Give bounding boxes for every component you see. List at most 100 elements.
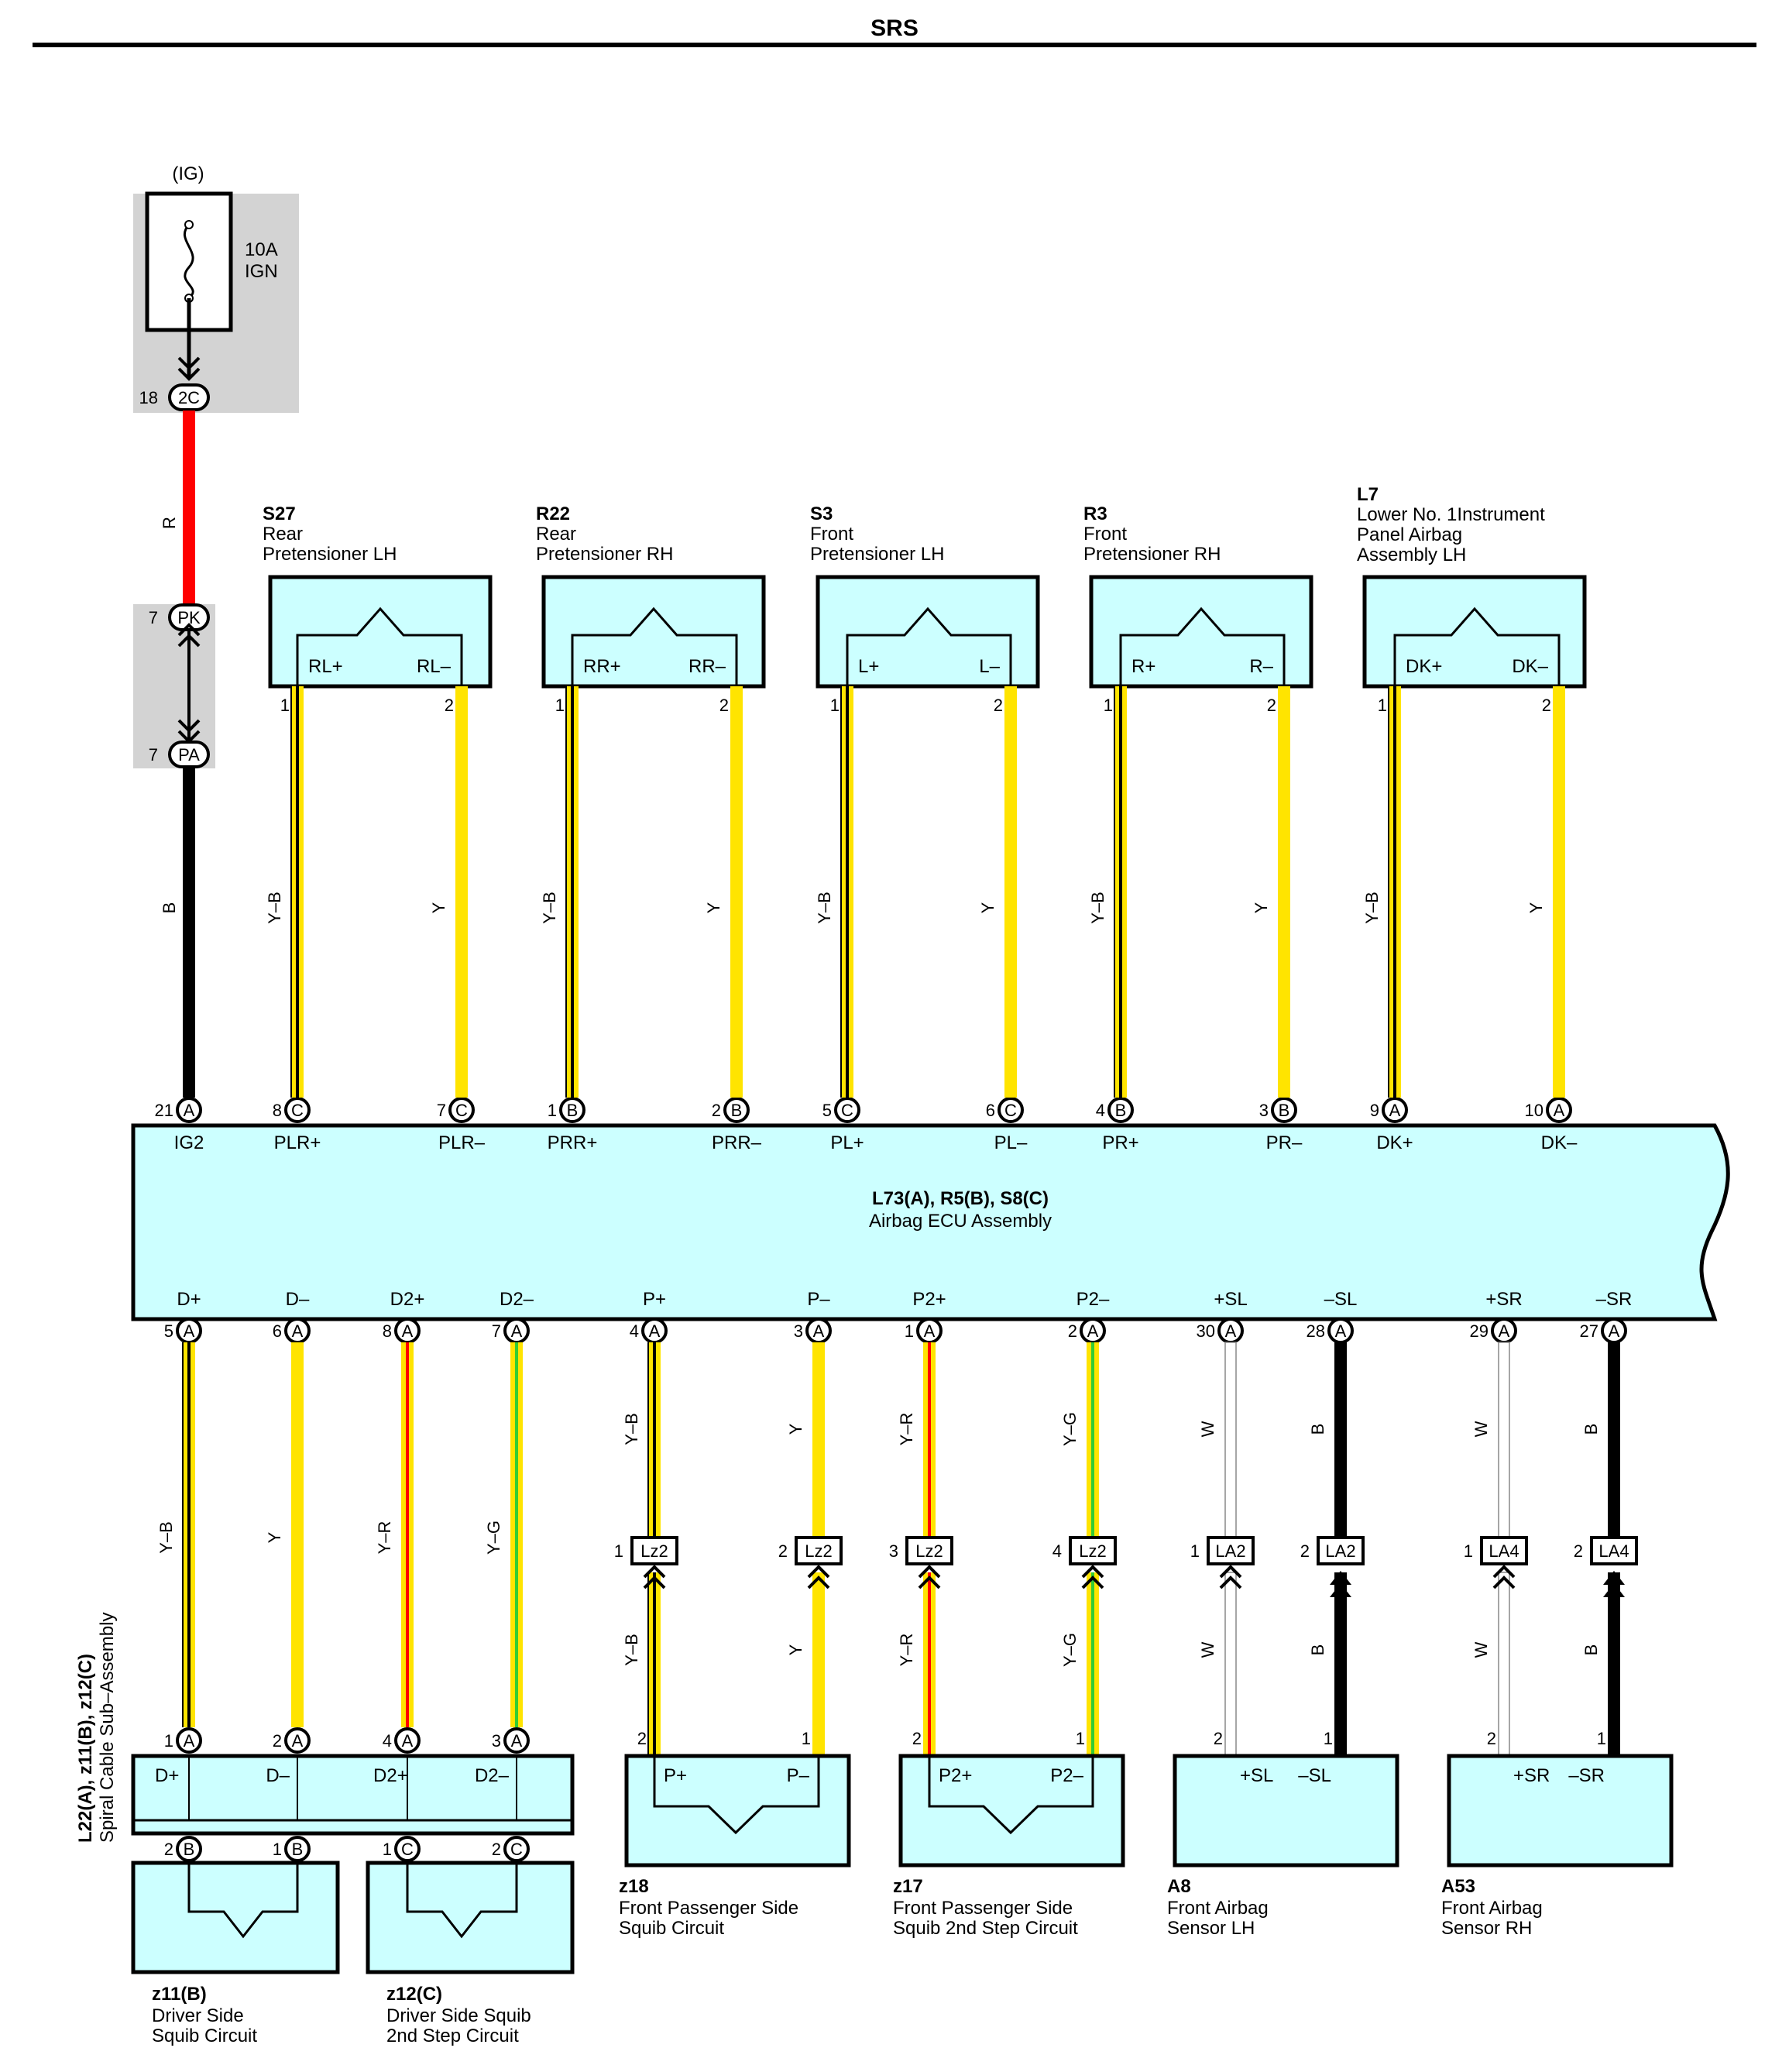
ecu-top-pin <box>176 1097 202 1123</box>
wire-y–b <box>290 686 304 1098</box>
pin-number: 29 <box>1470 1321 1489 1341</box>
component-name: Sensor RH <box>1441 1918 1532 1939</box>
component-pin-label: +SR <box>1513 1765 1550 1786</box>
component-name: Sensor LH <box>1167 1918 1255 1939</box>
wire-w <box>1224 1342 1237 1541</box>
pin-number: 2 <box>637 1729 647 1748</box>
wire-w <box>1498 1342 1510 1541</box>
ecu-name: Airbag ECU Assembly <box>869 1211 1052 1232</box>
fuse-connector-arrow-icon <box>177 356 201 381</box>
pin-letter: C <box>291 1101 304 1120</box>
fuse-supply-label: (IG) <box>172 163 204 184</box>
wire-color-label: W <box>1471 1641 1491 1658</box>
ecu-pin-label: PL– <box>994 1132 1028 1153</box>
component-name: Front Passenger Side <box>619 1898 798 1919</box>
spiral-cable-pin <box>503 1727 530 1754</box>
pin-number: 1 <box>383 1840 392 1859</box>
spiral-cable-pin-label: D2– <box>475 1765 510 1786</box>
pin-number: 9 <box>1370 1101 1379 1120</box>
spiral-cable-pin <box>284 1727 311 1754</box>
wire-color-label: B <box>1308 1424 1327 1435</box>
pin-number: 7 <box>149 745 158 765</box>
component-pin-label: L+ <box>858 656 879 677</box>
pin-number: 1 <box>1076 1729 1085 1748</box>
ecu-pin-label: PLR+ <box>274 1132 321 1153</box>
ecu-pin-label: +SL <box>1214 1289 1247 1310</box>
component-pin-label: RL– <box>417 656 452 677</box>
component-pin-label: P– <box>787 1765 810 1786</box>
wire-color-label: Y–B <box>265 892 284 924</box>
connector-arrow-icon <box>1081 1565 1104 1589</box>
component-code: L7 <box>1357 484 1379 505</box>
pin-number: 30 <box>1197 1321 1215 1341</box>
component-name: Rear <box>536 524 576 545</box>
component-pin-label: –SR <box>1568 1765 1605 1786</box>
wire-color-label: Y–B <box>622 1634 641 1666</box>
pin-number: 7 <box>149 608 158 627</box>
junction-arrow-icon <box>177 623 201 648</box>
wire-color-label: Y <box>429 902 448 913</box>
ecu-top-pin <box>834 1097 860 1123</box>
connector-2c <box>168 383 210 411</box>
airbag-ecu-assembly <box>131 1123 1730 1321</box>
component-code: z12(C) <box>386 1984 442 2005</box>
component-pin-label: DK– <box>1512 656 1548 677</box>
pin-letter: C <box>401 1840 414 1859</box>
pin-letter: C <box>1004 1101 1017 1120</box>
component-pin-label: RL+ <box>308 656 343 677</box>
ecu-top-pin <box>1271 1097 1297 1123</box>
pin-number: 1 <box>1190 1541 1200 1561</box>
wire-color-label: Y <box>786 1644 805 1655</box>
pin-number: 1 <box>905 1321 914 1341</box>
ecu-pin-label: D– <box>286 1289 310 1310</box>
ecu-pin-label: PRR+ <box>548 1132 598 1153</box>
pin-number: 4 <box>1096 1101 1105 1120</box>
component-name: Squib Circuit <box>152 2026 257 2046</box>
ecu-pin-label: DK+ <box>1376 1132 1413 1153</box>
pin-letter: B <box>1279 1101 1290 1120</box>
wire-color-label: Y–R <box>897 1634 916 1667</box>
wire-color-label: Y <box>704 902 723 913</box>
component-code: R3 <box>1083 503 1107 524</box>
ecu-top-pin <box>559 1097 585 1123</box>
wire-color-label: Y–B <box>540 892 559 924</box>
wire-color-label: Y–G <box>484 1520 503 1555</box>
pin-letter: A <box>1087 1321 1099 1341</box>
pin-letter: A <box>184 1101 195 1120</box>
pin-letter: A <box>1554 1101 1565 1120</box>
pin-number: 1 <box>548 1101 557 1120</box>
component-name: Driver Side <box>152 2005 244 2026</box>
connector-label: Lz2 <box>915 1541 943 1561</box>
component-pin-label: P+ <box>664 1765 687 1786</box>
connector-arrow-icon <box>1219 1565 1242 1589</box>
connector-arrow-icon <box>1492 1565 1516 1589</box>
connector-arrow-icon <box>643 1565 666 1589</box>
pin-number: 1 <box>1464 1541 1473 1561</box>
spiral-cable-pin-label: D– <box>266 1765 290 1786</box>
pin-number: 1 <box>1597 1729 1606 1748</box>
ecu-pin-label: P– <box>807 1289 830 1310</box>
pin-number: 5 <box>164 1321 173 1341</box>
ecu-pin-label: DK– <box>1541 1132 1578 1153</box>
pin-letter: B <box>1115 1101 1127 1120</box>
connector-label: LA2 <box>1215 1541 1245 1561</box>
pin-number: 2 <box>994 696 1003 715</box>
component-code: z18 <box>619 1876 649 1897</box>
wire-y–b <box>647 1572 661 1756</box>
pin-number: 10 <box>1525 1101 1543 1120</box>
pin-letter: C <box>455 1101 468 1120</box>
page-title: SRS <box>870 15 919 41</box>
fuse-element <box>183 223 194 300</box>
ecu-pin-label: D2+ <box>390 1289 425 1310</box>
wire-color-label: Y <box>1252 902 1271 913</box>
component-name: Front Airbag <box>1167 1898 1269 1919</box>
pin-letter: A <box>1389 1101 1401 1120</box>
